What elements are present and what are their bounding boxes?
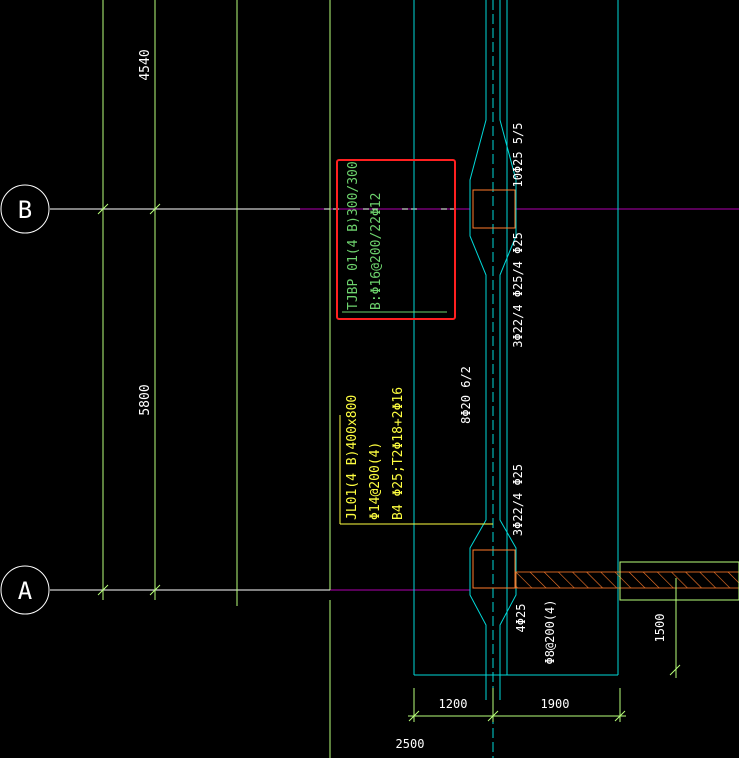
rebar-label-center: 8Φ20 6/2 (459, 366, 473, 424)
beam-jl01-line1: JL01(4 B)400x800 (345, 395, 360, 520)
selection-highlight-box[interactable] (336, 159, 456, 320)
rebar-label-top: 10Φ25 5/5 (511, 122, 525, 187)
hatched-beam[interactable] (515, 561, 739, 601)
bottom-dimension (329, 578, 681, 758)
beam-tjbp-line1: TJBP 01(4 B)300/300 (346, 161, 361, 310)
dim-1200: 1200 (439, 697, 468, 711)
rebar-label-lower: 3Φ22/4 Φ25 (511, 464, 525, 536)
axis-bubble-a[interactable]: A (0, 565, 50, 615)
axis-label-b: B (18, 196, 32, 224)
dim-5800: 5800 (138, 384, 153, 415)
foundation-outline (329, 0, 619, 758)
beam-jl01-annotation[interactable]: JL01(4 B)400x800 Φ14@200(4) B4 Φ25;T2Φ18… (339, 387, 493, 525)
axis-lines (50, 208, 739, 591)
beam-jl01-line2: Φ14@200(4) (368, 442, 383, 520)
dim-4540: 4540 (138, 49, 153, 80)
axis-label-a: A (18, 577, 33, 605)
rebar-label-mid: 3Φ22/4 Φ25/4 Φ25 (511, 232, 525, 348)
column-a[interactable] (472, 549, 516, 589)
rebar-label-bottom-1: 4Φ25 (514, 604, 528, 633)
beam-tjbp-line2: B:Φ16@200/22Φ12 (369, 193, 384, 310)
axis-bubble-b[interactable]: B (0, 184, 50, 234)
dim-1900: 1900 (541, 697, 570, 711)
dim-1500: 1500 (653, 614, 667, 643)
beam-jl01-line3: B4 Φ25;T2Φ18+2Φ16 (391, 387, 406, 520)
column-b[interactable] (472, 189, 516, 229)
left-dimension-lines (97, 0, 331, 606)
rebar-label-bottom-2: Φ8@200(4) (543, 599, 557, 664)
beam-tjbp-annotation[interactable]: TJBP 01(4 B)300/300 B:Φ16@200/22Φ12 (342, 161, 447, 313)
dim-2500: 2500 (396, 737, 425, 751)
